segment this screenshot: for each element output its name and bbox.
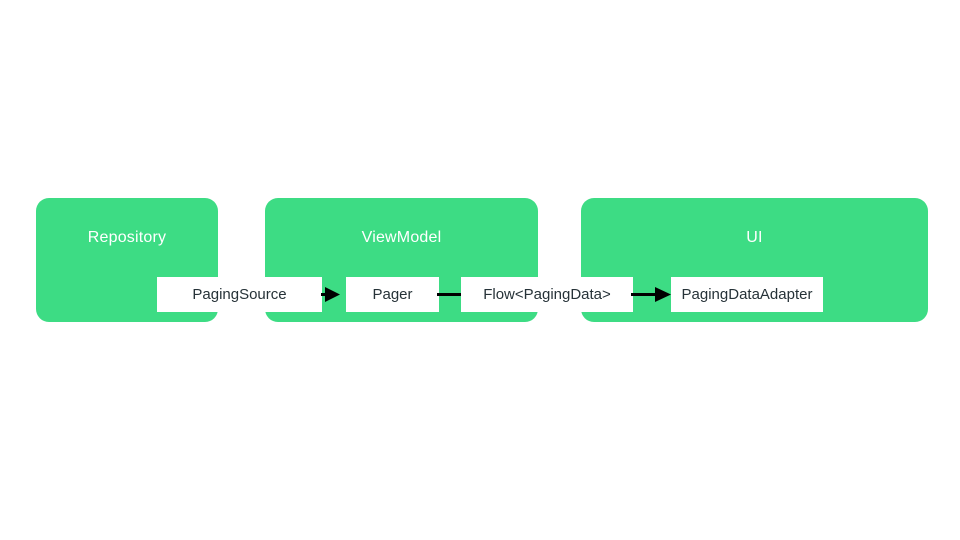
connector-pager-to-flow: [437, 277, 463, 312]
line-horizontal-icon: [437, 293, 463, 296]
layer-title-viewmodel: ViewModel: [361, 229, 442, 246]
arrow-right-icon: [631, 287, 671, 302]
entity-paging-data-adapter: PagingDataAdapter: [671, 277, 823, 312]
entity-flow-paging-data: Flow<PagingData>: [461, 277, 633, 312]
layer-title-repository: Repository: [87, 229, 167, 246]
connector-paging-source-to-pager: [320, 277, 348, 312]
layer-card-repository: Repository: [36, 198, 218, 322]
layer-title-ui: UI: [746, 229, 763, 246]
connector-flow-to-paging-data-adapter: [631, 277, 673, 312]
entity-paging-source: PagingSource: [157, 277, 322, 312]
entity-pager: Pager: [346, 277, 439, 312]
arrow-right-icon: [321, 287, 340, 302]
